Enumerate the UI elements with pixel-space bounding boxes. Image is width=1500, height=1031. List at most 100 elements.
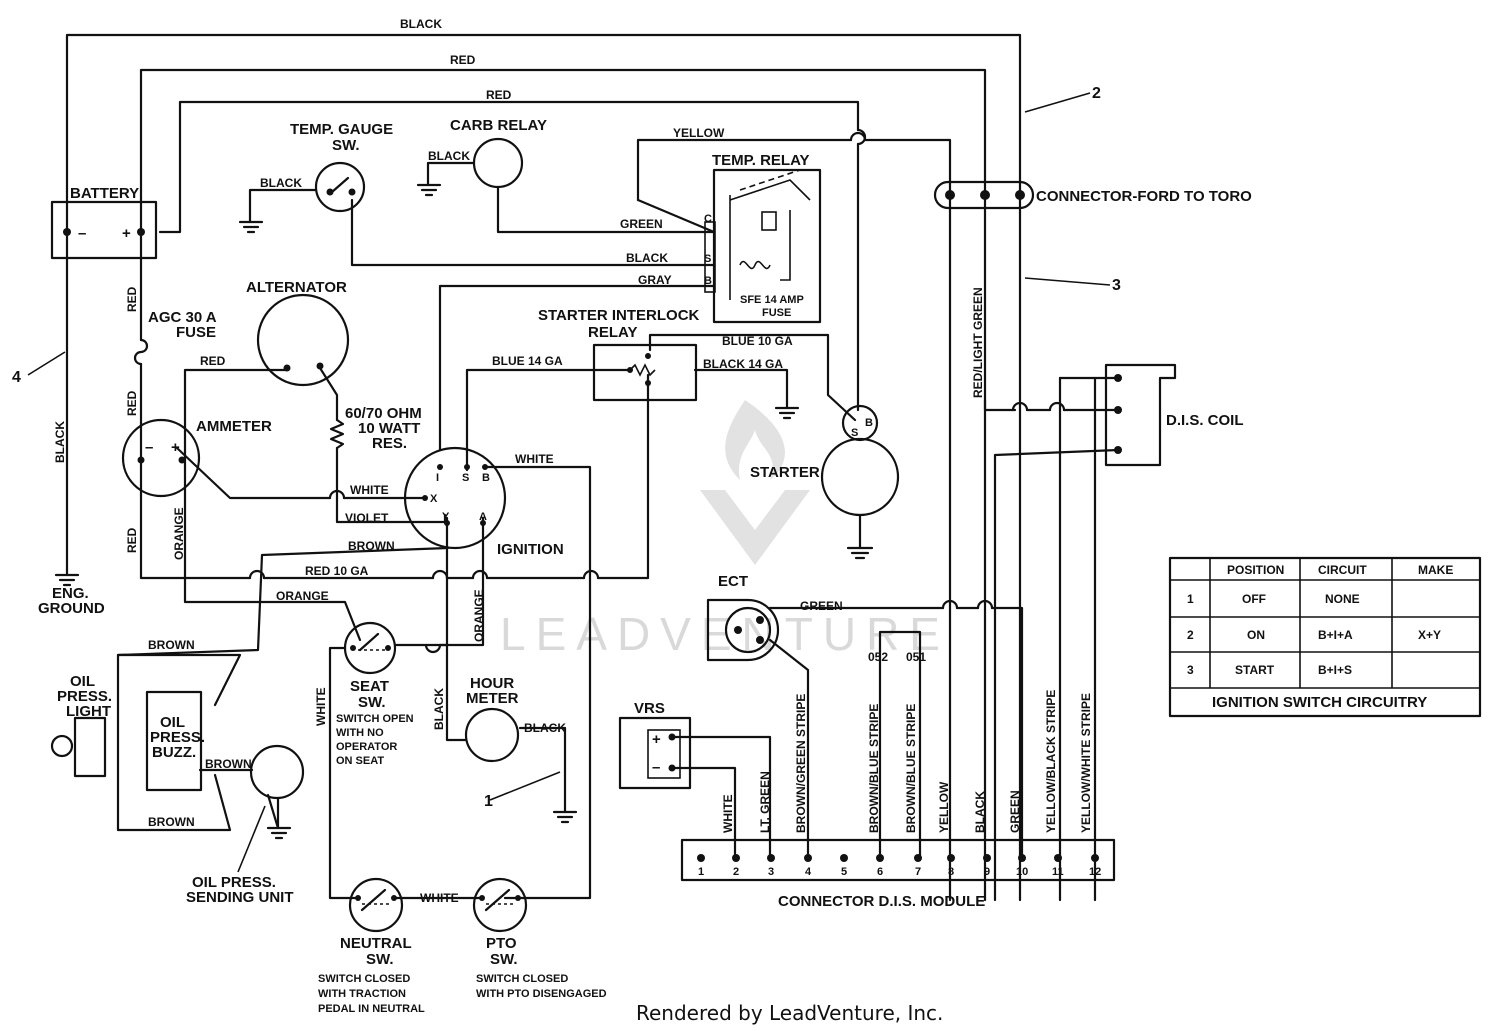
starter-label: STARTER [750, 464, 820, 481]
callouts: 2 3 4 1 [12, 85, 1121, 810]
dis-pin-dot [1054, 854, 1062, 862]
wire-label-blue-14: BLUE 14 GA [492, 354, 563, 368]
dis-pin-number: 4 [805, 866, 812, 878]
wire-label-brown-mid: BROWN [205, 757, 252, 771]
dis-pin-dot [1091, 854, 1099, 862]
alternator: ALTERNATOR [246, 279, 350, 387]
table-row1-num: 1 [1187, 592, 1194, 606]
wire-label-white-dis: WHITE [721, 794, 735, 833]
battery-label: BATTERY [70, 185, 139, 202]
wire-label-red-2: RED [486, 88, 512, 102]
seat-sw-note-1: SWITCH OPEN [336, 713, 414, 725]
oil-buzz-label-3: BUZZ. [152, 744, 196, 761]
temp-relay-fuse-2: FUSE [762, 307, 791, 319]
wire-label-red-alt: RED [200, 354, 226, 368]
table-header-circuit: CIRCUIT [1318, 563, 1367, 577]
wire-label-brown-bot: BROWN [148, 815, 195, 829]
table-caption: IGNITION SWITCH CIRCUITRY [1212, 694, 1427, 711]
oil-buzz-label-2: PRESS. [150, 729, 205, 746]
o52-label: 052 [868, 650, 888, 664]
ignition-term-i: I [436, 472, 439, 484]
ignition-switch: IGNITION I S B X Y A [403, 446, 564, 558]
eng-ground-label-1: ENG. [52, 585, 89, 602]
ect: ECT [706, 573, 780, 662]
wire-labels: BLACK RED RED YELLOW BLACK BLACK GREEN B… [53, 17, 1093, 905]
wire-label-red-top: RED [450, 53, 476, 67]
wire-label-yellow: YELLOW [673, 126, 725, 140]
oil-light-label-3: LIGHT [66, 703, 111, 720]
vrs-plus: + [652, 731, 661, 748]
wire-label-brown-green: BROWN/GREEN STRIPE [794, 694, 808, 833]
interlock-label-1: STARTER INTERLOCK [538, 307, 700, 324]
table-header-position: POSITION [1227, 563, 1284, 577]
ignition-term-x: X [430, 493, 438, 505]
table-row3-position: START [1235, 663, 1275, 677]
temp-relay-label: TEMP. RELAY [712, 152, 810, 169]
dis-pin-number: 7 [915, 866, 921, 878]
seat-switch: SEAT SW. SWITCH OPEN WITH NO OPERATOR ON… [336, 621, 414, 767]
neutral-switch: NEUTRAL SW. SWITCH CLOSED WITH TRACTION … [318, 877, 425, 1015]
dis-pin-number: 3 [768, 866, 774, 878]
resistor-label-1: 60/70 OHM [345, 405, 422, 422]
temp-relay-fuse-1: SFE 14 AMP [740, 294, 804, 306]
temp-relay-term-b: B [704, 275, 712, 287]
dis-pin-number: 12 [1089, 866, 1101, 878]
wire-label-white-v: WHITE [314, 687, 328, 726]
pto-sw-label-2: SW. [490, 951, 518, 968]
dis-pin-dot [697, 854, 705, 862]
wire-label-yellow-black: YELLOW/BLACK STRIPE [1044, 690, 1058, 833]
interlock-label-2: RELAY [588, 324, 637, 341]
fuse-label-2: FUSE [176, 324, 216, 341]
callout-4: 4 [12, 369, 21, 386]
carb-relay-label: CARB RELAY [450, 117, 547, 134]
seat-sw-label-1: SEAT [350, 678, 389, 695]
wire-label-lt-green: LT. GREEN [758, 771, 772, 833]
dis-pin-dot [732, 854, 740, 862]
ignition-term-s: S [462, 472, 469, 484]
wire-label-carb-black: BLACK [428, 149, 470, 163]
vrs-label: VRS [634, 700, 665, 717]
wire-label-red-v2: RED [125, 390, 139, 416]
ignition-circuitry-table: POSITION CIRCUIT MAKE 1 OFF NONE 2 ON B+… [1168, 556, 1482, 718]
dis-pin-dot [914, 854, 922, 862]
hour-meter-label-1: HOUR [470, 675, 514, 692]
seat-sw-note-4: ON SEAT [336, 755, 384, 767]
ammeter: AMMETER – + [121, 418, 272, 498]
wire-label-red-10ga: RED 10 GA [305, 564, 369, 578]
ammeter-pos: + [171, 439, 180, 456]
wires [65, 33, 1120, 902]
dis-pin-dot [767, 854, 775, 862]
temp-gauge-switch: TEMP. GAUGE SW. [238, 121, 393, 234]
connector-ford-label: CONNECTOR-FORD TO TORO [1036, 188, 1252, 205]
table-row3-num: 3 [1187, 663, 1194, 677]
battery: BATTERY – + [50, 185, 158, 260]
wire-label-green-dis: GREEN [1008, 790, 1022, 833]
oil-buzz-label-1: OIL [160, 714, 185, 731]
ignition-term-a: A [479, 511, 487, 523]
ignition-label: IGNITION [497, 541, 564, 558]
resistor-label-3: RES. [372, 435, 407, 452]
starter-interlock-relay: STARTER INTERLOCK RELAY [538, 307, 800, 420]
wire-label-black-dis: BLACK [973, 791, 987, 833]
wire-label-red-v3: RED [125, 527, 139, 553]
ammeter-neg: – [145, 439, 153, 456]
callout-1: 1 [484, 793, 493, 810]
wire-label-orange-v2: ORANGE [472, 589, 486, 642]
ignition-term-b: B [482, 472, 490, 484]
table-row2-circuit: B+I+A [1318, 628, 1353, 642]
wire-label-black-v: BLACK [53, 421, 67, 463]
wire-label-blue-10: BLUE 10 GA [722, 334, 793, 348]
wire-label-black-v2: BLACK [432, 688, 446, 730]
wire-label-white-b: WHITE [515, 452, 554, 466]
table-row1-circuit: NONE [1325, 592, 1360, 606]
wire-label-green-relay: GREEN [620, 217, 663, 231]
dis-pin-number: 2 [733, 866, 739, 878]
wire-label-black-hour: BLACK [524, 721, 566, 735]
vrs: + – VRS [618, 700, 692, 790]
table-row3-circuit: B+I+S [1318, 663, 1352, 677]
oil-pressure-group: OIL PRESS. LIGHT OIL PRESS. BUZZ. OIL PR… [50, 673, 305, 906]
temp-relay-term-s: S [704, 253, 711, 265]
wire-label-green-ect: GREEN [800, 599, 843, 613]
